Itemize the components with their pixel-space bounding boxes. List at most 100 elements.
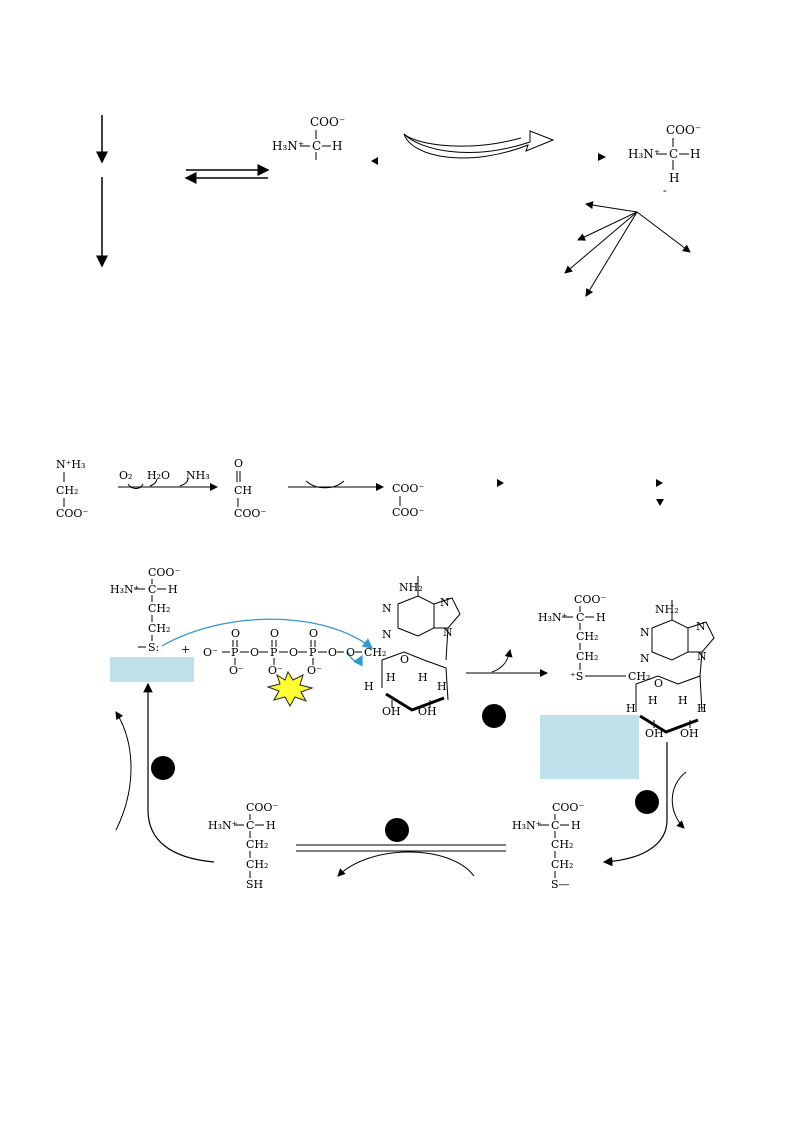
alpha-carbon-label-4: C [576,611,584,624]
h-label-left-3: H [418,671,428,684]
remethylation-arrow [143,682,215,863]
oh-label-right-2: OH [680,727,699,740]
bridge-oxygen-2: O [289,646,298,659]
ammonium-label-5: H₃N⁺ [538,611,568,624]
n7-label-left: N [440,596,450,609]
alpha-carbon-label: C [312,139,321,153]
leaving-group-arrow [347,651,363,667]
hydrogen-label-2: H [690,147,700,161]
carboxylate-label-5: COO⁻ [392,482,424,495]
glycine-structure: N⁺H₃ CH₂ COO⁻ [56,458,88,520]
n9-label-right: N [697,650,707,663]
homocysteine-structure: COO⁻ H₃N⁺ C H CH₂ CH₂ SH [208,801,278,891]
methionine-structure: COO⁻ H₃N⁺ C H CH₂ CH₂ S: [110,566,180,654]
h-label-right-1: H [626,702,636,715]
h-label-left-4: H [437,680,447,693]
step-marker-circle-4 [151,756,175,780]
hydrogen-label-7: H [266,819,276,832]
alpha-carbon-label-3: C [148,583,156,596]
oh-label-right-1: OH [645,727,664,740]
highlight-box-right [540,715,639,779]
h-label-right-4: H [697,702,707,715]
step-marker-circle-2 [635,790,659,814]
ammonia-label: NH₃ [186,469,210,482]
h-label-right-3: H [678,694,688,707]
hydrogen-label-4: H [168,583,178,596]
alpha-carbon-label-2: C [669,147,678,161]
small-arrowhead-3 [497,479,504,487]
n3-label-left: N [382,628,392,641]
oh-label-left-1: OH [382,705,401,718]
sulfur-label: S: [148,641,159,654]
oxygen-label: O₂ [119,469,132,482]
phosphate-o-minus-1: O⁻ [229,664,244,677]
thiol-label: SH [246,878,263,891]
small-arrowhead-right [598,153,606,161]
methylene-label: CH₂ [56,484,78,497]
alpha-carbon-label-5: C [551,819,559,832]
sulfonium-label: ⁺S [570,670,583,683]
ring-oxygen-right: O [654,677,663,690]
carboxylate-label-10: COO⁻ [246,801,278,814]
middle-section: N⁺H₃ CH₂ COO⁻ O₂ H₂O NH₃ O CH COO⁻ [56,457,664,520]
radiating-arrows [564,201,691,297]
methylene-label-4: CH₂ [576,630,598,643]
ammonium-label-7: H₃N⁺ [208,819,238,832]
carbonyl-oxygen-label: O [234,457,243,470]
curved-hollow-arrow [403,130,555,159]
amine-label-left: NH₂ [399,581,423,594]
n3-label-right: N [640,652,650,665]
step-marker-circle-3 [385,818,409,842]
methylene-label-2: CH₂ [148,602,170,615]
adenosine-release-curve [337,851,475,877]
methylene-label-9: CH₂ [246,858,268,871]
small-arrowhead-down [656,499,664,506]
phosphate-oxo-2: O [270,627,279,640]
carboxylate-label-6: COO⁻ [392,506,424,519]
oxalate-structure: COO⁻ COO⁻ [392,482,424,519]
plus-sign: + [181,643,190,656]
oh-label-left-2: OH [418,705,437,718]
methionine-cycle: COO⁻ H₃N⁺ C H CH₂ CH₂ S: + O⁻ P O [110,566,715,891]
hydrogen-label-5: H [596,611,606,624]
ch2-ribose-label-2: CH₂ [628,670,650,683]
small-arrowhead-4 [656,479,663,487]
phosphate-oxo-1: O [231,627,240,640]
adenosine-labels-left: NH₂ N N N N O H H H H OH OH [364,581,453,718]
highlight-box-left [110,657,194,682]
phosphate-oxygen-label: O⁻ [203,646,218,659]
methyl-donor-curve [115,711,132,831]
top-section: COO⁻ H₃N⁺ C H COO⁻ H₃N⁺ C H H - [96,115,701,297]
hydrogen-label: H [332,139,342,153]
carboxylate-label: COO⁻ [310,115,345,129]
h-label-right-2: H [648,694,658,707]
ammonium-label-4: H₃N⁺ [110,583,140,596]
adenosine-structure-right [635,600,715,734]
phosphate-oxo-3: O [309,627,318,640]
methyl-acceptor-curve [671,771,687,829]
methylene-label-3: CH₂ [148,622,170,635]
bridge-oxygen-3: O [328,646,337,659]
sah-structure: COO⁻ H₃N⁺ C H CH₂ CH₂ S— [512,801,584,891]
atp-structure: O⁻ P O O⁻ O P O O⁻ O P O O⁻ O O [203,627,386,677]
carboxylate-label-7: COO⁻ [148,566,180,579]
aldehyde-label: CH [234,484,252,497]
hydrogen-label-6: H [571,819,581,832]
ammonium-label: H₃N⁺ [272,139,304,153]
sam-structure: COO⁻ H₃N⁺ C H CH₂ CH₂ ⁺S CH₂ [538,593,650,683]
methylene-label-5: CH₂ [576,650,598,663]
methylene-label-6: CH₂ [551,838,573,851]
methylene-label-7: CH₂ [551,858,573,871]
n1-label-left: N [382,602,392,615]
ammonium-label-6: H₃N⁺ [512,819,542,832]
sulfur-label-2: S— [551,878,570,891]
phosphorus-beta-label: P [270,646,278,659]
carboxylate-label-8: COO⁻ [574,593,606,606]
carbanion-structure: COO⁻ H₃N⁺ C H H - [628,123,701,197]
ring-oxygen-left: O [400,653,409,666]
water-label: H₂O [147,469,170,482]
phosphate-o-minus-3: O⁻ [307,664,322,677]
negative-charge-label: - [663,184,667,197]
carboxylate-label-2: COO⁻ [666,123,701,137]
